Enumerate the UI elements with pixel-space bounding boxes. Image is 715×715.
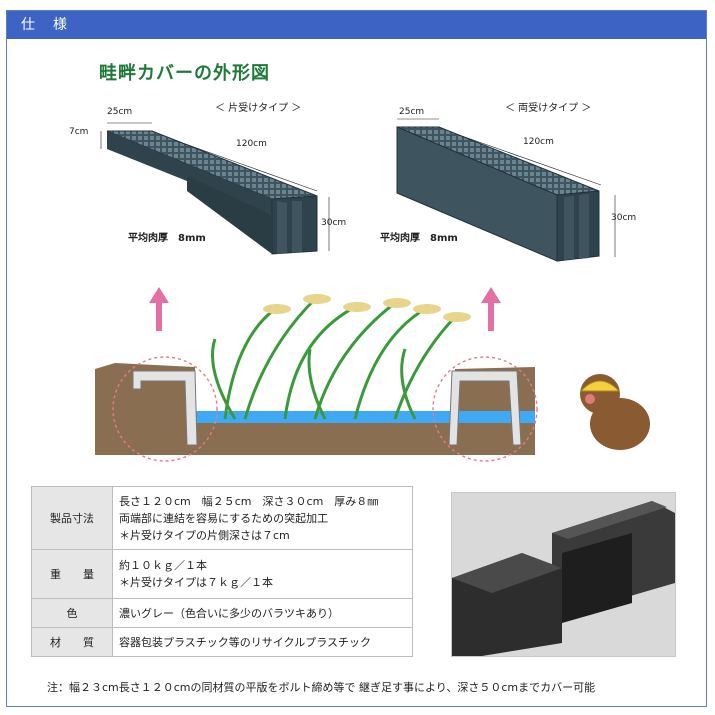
row-value: 約１０ｋｇ／１本 ＊片受けタイプは７ｋｇ／１本 [112, 549, 413, 599]
row-label: 製品寸法 [31, 486, 113, 550]
spec-panel: 仕 様 畦畔カバーの外形図 ＜ 片受けタイプ ＞ 25cm 7cm 120cm … [6, 10, 707, 707]
right-depth-label: 30cm [611, 213, 637, 223]
left-thickness-label: 平均肉厚 8mm [128, 233, 206, 244]
table-row: 製品寸法 長さ１２０cm 幅２５cm 深さ３０cm 厚み８㎜ 両端部に連結を容易… [31, 486, 413, 550]
right-type-label: ＜ 両受けタイプ ＞ [505, 103, 592, 114]
left-cover-drawing [100, 122, 330, 255]
figure-title: 畦畔カバーの外形図 [99, 63, 270, 84]
value-line: 両端部に連結を容易にするための突起加工 [119, 511, 329, 525]
section-header: 仕 様 [7, 11, 706, 39]
right-length-label: 120cm [523, 137, 554, 147]
table-row: 材 質 容器包装プラスチック等のリサイクルプラスチック [31, 627, 413, 657]
product-photo-drawing [452, 493, 675, 656]
value-line: ＊片受けタイプの片側深さは７cm [119, 528, 290, 542]
right-width-label: 25cm [399, 107, 425, 117]
left-width-label: 25cm [107, 107, 133, 117]
value-line: 長さ１２０cm 幅２５cm 深さ３０cm 厚み８㎜ [119, 494, 379, 508]
table-row: 色 濃いグレー（色合いに多少のバラツキあり） [31, 598, 413, 628]
left-length-label: 120cm [236, 139, 267, 149]
left-height-label: 7cm [69, 127, 89, 137]
row-value: 濃いグレー（色合いに多少のバラツキあり） [112, 598, 413, 628]
row-value: 容器包装プラスチック等のリサイクルプラスチック [112, 627, 413, 657]
value-line: 約１０ｋｇ／１本 [119, 559, 207, 572]
row-label: 色 [31, 598, 113, 628]
footnote: 注：幅２３cm長さ１２０cmの同材質の平版をボルト締め等で 継ぎ足す事により、深… [47, 681, 596, 694]
paddy-illustration [95, 287, 650, 462]
row-label: 材 質 [31, 627, 113, 657]
left-type-label: ＜ 片受けタイプ ＞ [215, 103, 302, 114]
right-cover-drawing [396, 118, 616, 262]
right-thickness-label: 平均肉厚 8mm [380, 233, 458, 244]
value-line: 濃いグレー（色合いに多少のバラツキあり） [119, 606, 339, 620]
row-label: 重 量 [31, 549, 113, 599]
value-line: 容器包装プラスチック等のリサイクルプラスチック [119, 635, 372, 649]
spec-table: 製品寸法 長さ１２０cm 幅２５cm 深さ３０cm 厚み８㎜ 両端部に連結を容易… [31, 486, 413, 657]
left-depth-label: 30cm [321, 218, 347, 228]
value-line: ＊片受けタイプは７ｋｇ／１本 [119, 576, 273, 589]
table-row: 重 量 約１０ｋｇ／１本 ＊片受けタイプは７ｋｇ／１本 [31, 549, 413, 599]
product-photo [451, 492, 676, 657]
row-value: 長さ１２０cm 幅２５cm 深さ３０cm 厚み８㎜ 両端部に連結を容易にするため… [112, 486, 413, 550]
